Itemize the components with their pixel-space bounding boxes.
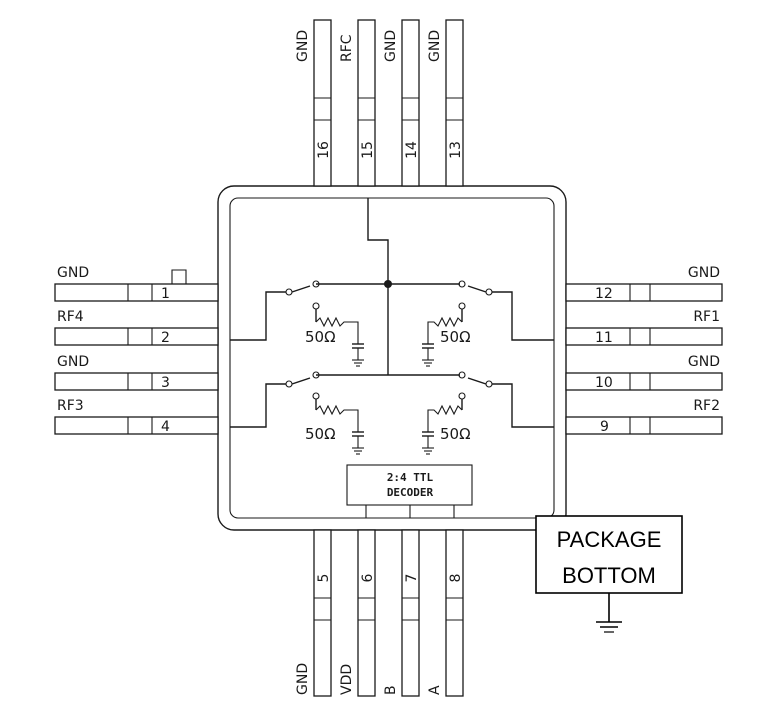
pin-13-number: 13 [448,141,464,159]
pin-9-label: RF2 [693,398,720,414]
pin-12-label: GND [688,265,720,281]
pin-10-label: GND [688,354,720,370]
pin-8-number: 8 [448,574,464,583]
switch-rf3: 50Ω [230,371,364,455]
pin-3: 3 GND [54,354,219,391]
pin-1-bond [165,269,218,285]
pin-8: 8 A [427,529,464,697]
pin-14-number: 14 [404,141,420,159]
pin-11: 11 RF1 [565,309,723,346]
switch-rf1: 50Ω [422,280,554,367]
pin-5-label: GND [295,663,311,695]
pin-10-number: 10 [595,375,613,391]
pin-14: 14 GND [383,19,420,187]
decoder-line-1: 2:4 TTL [387,471,434,484]
pin-7-number: 7 [404,574,420,583]
pin-11-number: 11 [595,330,613,346]
pin-5-number: 5 [316,574,332,583]
pin-1-number: 1 [161,286,170,302]
pin-4: 4 RF3 [54,398,219,435]
package-bottom-label: PACKAGE BOTTOM [535,515,683,594]
ground-icon [596,593,622,633]
pin-10: 10 GND [565,354,723,391]
rfc-trace [367,198,389,284]
pin-11-label: RF1 [693,309,720,325]
pin-9-number: 9 [600,419,609,435]
pin-13: 13 GND [427,19,464,187]
pin-6-number: 6 [360,573,376,582]
pin-15-label: RFC [339,34,355,62]
pin-2-number: 2 [161,330,170,346]
pin-15-number: 15 [360,141,376,159]
pin-15: 15 RFC [339,19,376,187]
decoder-block: 2:4 TTL DECODER [346,464,473,518]
pin-12: 12 GND [565,265,723,302]
package-bottom-line-1: PACKAGE [557,527,662,552]
pin-1-label: GND [57,265,89,281]
die-outline [229,197,555,519]
termination-1-label: 50Ω [305,328,336,346]
package-bottom-line-2: BOTTOM [562,563,656,588]
pin-7: 7 B [383,529,420,697]
pin-9: 9 RF2 [565,398,723,435]
decoder-line-2: DECODER [387,486,434,499]
pin-4-number: 4 [161,419,170,435]
package-outline [217,185,567,531]
termination-3-label: 50Ω [305,425,336,443]
pin-13-label: GND [427,30,443,62]
pin-16-label: GND [295,30,311,62]
pin-3-number: 3 [161,375,170,391]
pin-6-label: VDD [339,664,355,695]
pin-4-label: RF3 [57,398,84,414]
pin-12-number: 12 [595,286,613,302]
pin-2-label: RF4 [57,309,84,325]
pin-5: 5 GND [295,529,332,697]
switch-rf4: 50Ω [230,280,364,367]
pin-16-number: 16 [316,141,332,159]
switch-rf2: 50Ω [422,371,554,455]
pin-16: 16 GND [295,19,332,187]
pin-14-label: GND [383,30,399,62]
pin-8-label: A [427,685,443,695]
pin-2: 2 RF4 [54,309,219,346]
termination-4-label: 50Ω [440,425,471,443]
pin-7-label: B [383,685,399,695]
pin-1: 1 GND [54,265,219,302]
termination-2-label: 50Ω [440,328,471,346]
pin-6: 6 VDD [339,529,376,697]
pin-3-label: GND [57,354,89,370]
